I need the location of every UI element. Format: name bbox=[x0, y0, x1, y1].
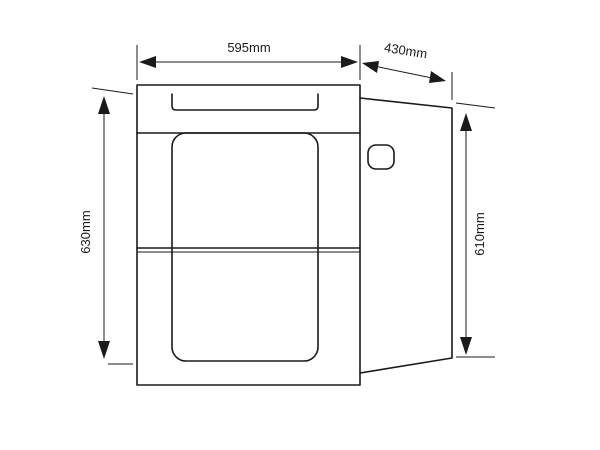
side-height-label: 610mm bbox=[472, 212, 487, 255]
height-arrow-top bbox=[98, 96, 110, 114]
width-dimension: 595mm bbox=[136, 40, 361, 80]
depth-arrow-back bbox=[429, 71, 446, 83]
height-extension-top bbox=[91, 87, 134, 95]
side-height-arrow-top bbox=[460, 113, 472, 131]
depth-label: 430mm bbox=[383, 40, 428, 62]
width-arrow-right bbox=[341, 56, 358, 68]
oven-front-panel bbox=[136, 84, 361, 386]
height-dimension: 630mm bbox=[78, 87, 134, 365]
depth-arrow-front bbox=[362, 61, 379, 73]
height-arrow-bottom bbox=[98, 341, 110, 359]
side-height-arrow-bottom bbox=[460, 337, 472, 355]
side-height-dimension: 610mm bbox=[455, 102, 496, 358]
side-vent bbox=[367, 144, 395, 170]
depth-dimension: 430mm bbox=[359, 40, 453, 100]
depth-dimension-line bbox=[373, 65, 433, 79]
width-arrow-left bbox=[139, 56, 156, 68]
oven-window bbox=[171, 132, 319, 362]
height-label: 630mm bbox=[78, 210, 93, 253]
width-label: 595mm bbox=[227, 40, 270, 55]
side-height-extension-top bbox=[455, 102, 496, 109]
oven-side-body bbox=[359, 97, 453, 374]
oven-handle bbox=[171, 93, 319, 111]
